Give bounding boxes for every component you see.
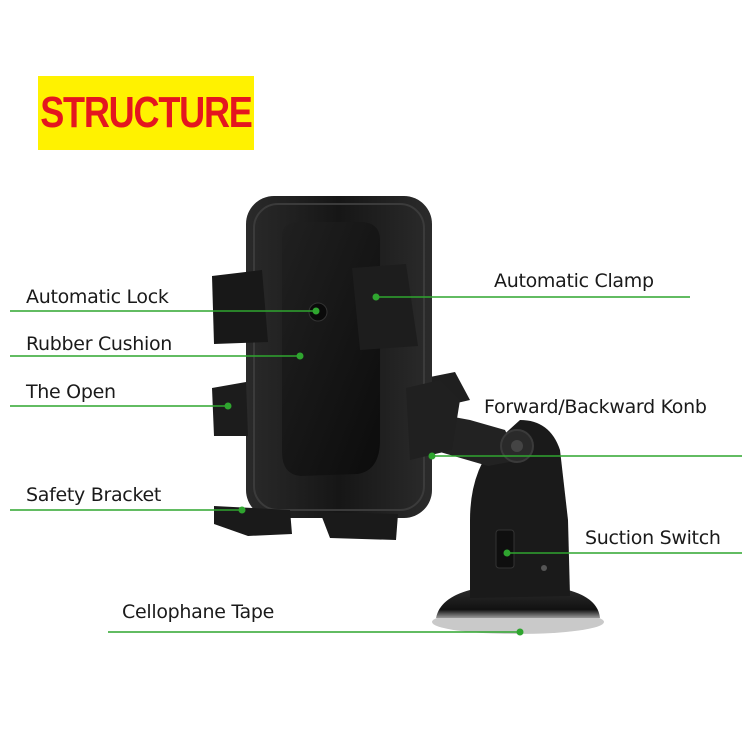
dot-rubber-cushion <box>296 352 304 360</box>
dot-automatic-clamp <box>372 293 380 301</box>
title-banner: STRUCTURE <box>38 76 254 150</box>
dot-safety-bracket <box>238 506 246 514</box>
dot-forward-backward-knob <box>428 452 436 460</box>
knob-center <box>511 440 523 452</box>
dot-suction-switch <box>503 549 511 557</box>
dot-cellophane-tape <box>516 628 524 636</box>
suction-switch-lever <box>495 529 515 569</box>
leader-endpoints <box>224 293 524 636</box>
cradle-edge <box>253 203 425 511</box>
label-automatic-lock: Automatic Lock <box>26 286 169 308</box>
open-button <box>212 382 248 436</box>
label-cellophane-tape: Cellophane Tape <box>122 601 275 623</box>
side-clamps <box>212 264 460 460</box>
diagram-title: STRUCTURE <box>40 88 253 137</box>
label-rubber-cushion: Rubber Cushion <box>26 333 173 355</box>
left-clamp <box>212 270 268 344</box>
right-clamp <box>352 264 418 350</box>
right-foot <box>320 512 398 540</box>
label-the-open: The Open <box>26 381 116 403</box>
label-safety-bracket: Safety Bracket <box>26 484 162 506</box>
switch-hole <box>541 565 547 571</box>
leader-lines <box>10 296 742 633</box>
phone-cradle <box>246 196 432 518</box>
side-knob-mount <box>406 380 460 460</box>
left-foot <box>214 506 292 536</box>
dot-the-open <box>224 402 232 410</box>
label-automatic-clamp: Automatic Clamp <box>494 270 654 292</box>
dot-automatic-lock <box>312 307 320 315</box>
label-suction-switch: Suction Switch <box>585 527 721 549</box>
safety-bracket <box>214 506 398 540</box>
label-forward-backward-knob: Forward/Backward Konb <box>484 396 707 418</box>
